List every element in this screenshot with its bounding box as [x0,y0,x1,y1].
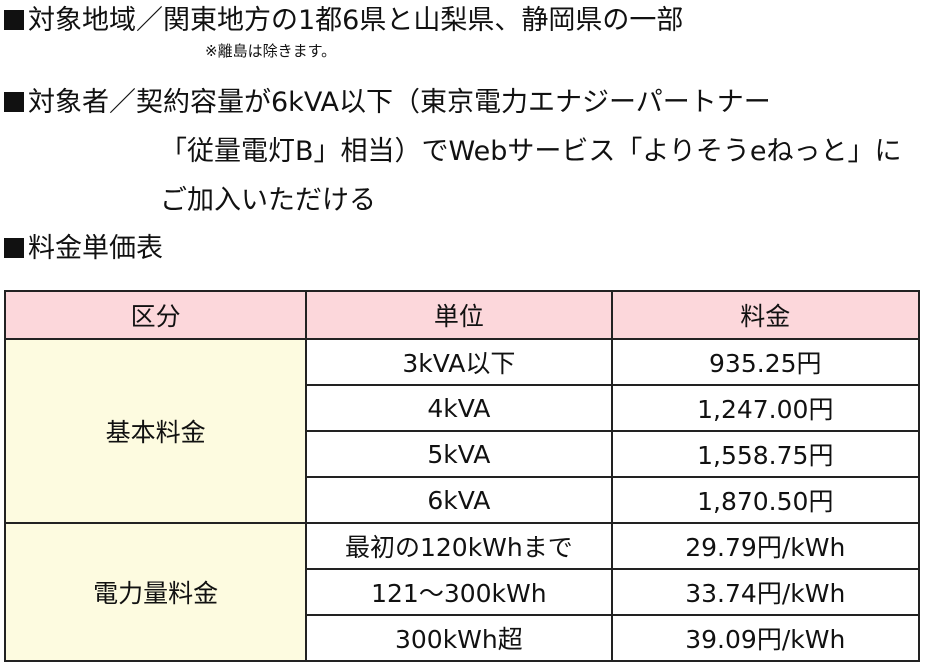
area-note: ※離島は除きます。 [205,42,337,60]
eligibility-line-3: ご加入いただける [160,185,376,216]
table-row: 基本料金 3kVA以下 935.25円 [3,338,921,524]
area-text: 対象地域／関東地方の1都6県と山梨県、静岡県の一部 [28,5,684,36]
area-line: 対象地域／関東地方の1都6県と山梨県、静岡県の一部 [4,4,683,38]
price-cell: 1,558.75円 [610,430,921,478]
table-row: 電力量料金 最初の120kWhまで 29.79円/kWh [3,522,921,662]
eligibility-line-1: 対象者／契約容量が6kVA以下（東京電力エナジーパートナー [4,86,771,120]
square-bullet-icon [4,238,24,258]
table-title-text: 料金単価表 [28,233,163,264]
unit-cell: 最初の120kWhまで [305,522,613,570]
table-row: 5kVA 1,558.75円 [5,430,921,478]
unit-cell: 5kVA [305,430,613,478]
square-bullet-icon [4,92,24,112]
square-bullet-icon [4,10,24,30]
table-title: 料金単価表 [4,232,163,266]
table-row: 6kVA 1,870.50円 [5,476,921,524]
unit-cell: 300kWh超 [305,614,613,662]
unit-cell: 3kVA以下 [305,338,613,386]
basic-fee-category: 基本料金 [3,338,308,524]
table-row: 121～300kWh 33.74円/kWh [5,568,921,616]
eligibility-line-2: 「従量電灯B」相当）でWebサービス「よりそうeねっと」に [160,136,902,167]
price-cell: 935.25円 [610,338,921,386]
price-cell: 29.79円/kWh [610,522,921,570]
price-cell: 1,247.00円 [610,384,921,432]
header-unit: 単位 [305,290,613,340]
price-cell: 33.74円/kWh [610,568,921,616]
unit-cell: 121～300kWh [305,568,613,616]
header-category: 区分 [3,290,308,340]
energy-fee-category: 電力量料金 [3,522,308,662]
table-header-row: 区分 単位 料金 [3,290,921,340]
table-row: 300kWh超 39.09円/kWh [5,614,921,662]
price-table: 区分 単位 料金 基本料金 3kVA以下 935.25円 4kVA 1,247.… [3,290,921,662]
header-price: 料金 [610,290,921,340]
price-cell: 1,870.50円 [610,476,921,524]
price-cell: 39.09円/kWh [610,614,921,662]
table-row: 4kVA 1,247.00円 [5,384,921,432]
unit-cell: 6kVA [305,476,613,524]
eligibility-text-1: 対象者／契約容量が6kVA以下（東京電力エナジーパートナー [28,87,771,118]
unit-cell: 4kVA [305,384,613,432]
